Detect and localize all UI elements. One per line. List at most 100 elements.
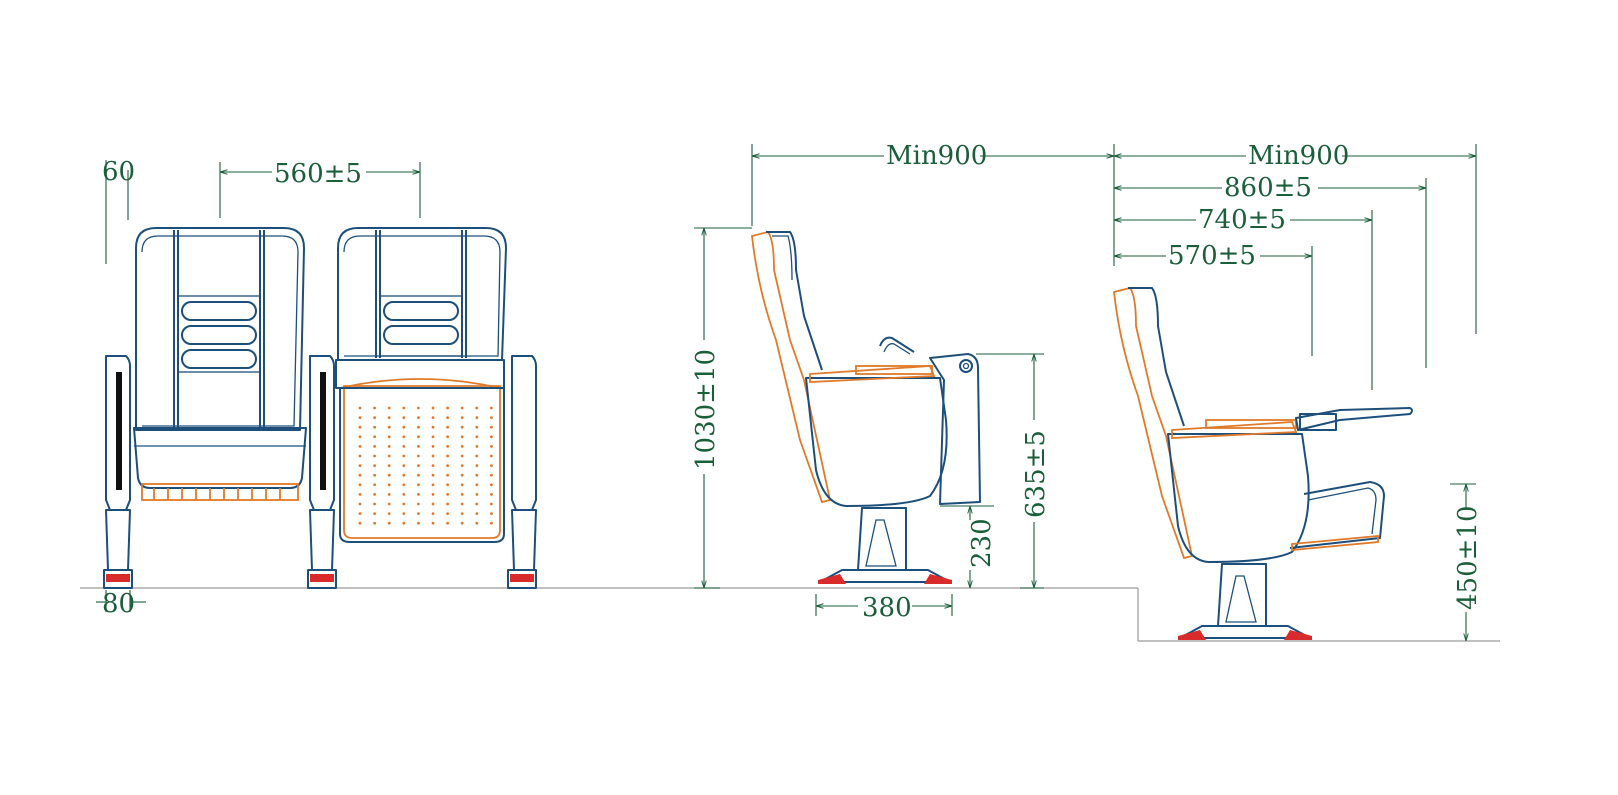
perforation-dot <box>490 502 493 506</box>
perforation-dot <box>358 406 362 410</box>
perforation-dot <box>446 512 449 515</box>
perforation-dot <box>446 435 449 439</box>
perforation-dot <box>446 406 449 410</box>
perforation-dot <box>460 512 464 515</box>
perforation-dot <box>475 502 479 506</box>
perforation-dot <box>387 493 391 496</box>
perforation-dot <box>490 493 493 496</box>
perforation-dot <box>358 483 362 487</box>
perforation-dot <box>417 425 420 429</box>
perforation-dot <box>446 454 449 458</box>
perforation-dot <box>460 483 464 487</box>
front-chair-right <box>335 227 507 543</box>
perforation-dot <box>490 416 493 419</box>
perforation-dot <box>387 473 391 477</box>
perforation-dot <box>475 493 479 496</box>
dim-depth-tablet: 740±5 <box>1198 205 1286 235</box>
perforation-dot <box>417 502 420 506</box>
perforation-dot <box>431 464 435 467</box>
perforation-dot <box>446 483 449 487</box>
perforation-dot <box>460 502 464 506</box>
perforation-dot <box>402 454 406 458</box>
perforation-dot <box>446 521 449 525</box>
dim-seat-height: 450±10 <box>1453 506 1483 611</box>
perforation-dot <box>431 493 435 496</box>
perforation-dot <box>402 521 406 525</box>
front-leg-middle <box>307 355 337 589</box>
perforation-dot <box>490 406 493 410</box>
perforation-dot <box>475 454 479 458</box>
perforation-dot <box>417 464 420 467</box>
perforation-dot <box>417 454 420 458</box>
perforation-dot <box>431 473 435 477</box>
perforation-dot <box>373 502 376 506</box>
perforation-dot <box>446 464 449 467</box>
dim-leg-width: 80 <box>102 589 135 619</box>
dim-base-depth: 380 <box>862 593 912 623</box>
perforation-dot <box>387 416 391 419</box>
perforation-dot <box>475 521 479 525</box>
perforation-dot <box>402 483 406 487</box>
perforation-dot <box>358 445 362 448</box>
perforation-dot <box>446 493 449 496</box>
floor-lines <box>80 587 1500 642</box>
perforation-dot <box>460 521 464 525</box>
perforation-dot <box>431 521 435 525</box>
perforation-dot <box>431 425 435 429</box>
perforation-dot <box>490 464 493 467</box>
perforation-dot <box>431 435 435 439</box>
perforation-dot <box>387 425 391 429</box>
perforation-dot <box>417 493 420 496</box>
perforation-dot <box>373 445 376 448</box>
perforation-dot <box>446 416 449 419</box>
dim-side-clearance-a: Min900 <box>886 141 987 171</box>
perforation-dot <box>373 416 376 419</box>
perforation-dot <box>373 473 376 477</box>
perforation-dot <box>358 502 362 506</box>
perforation-dot <box>402 473 406 477</box>
perforation-dot <box>490 473 493 477</box>
perforation-dot <box>373 521 376 525</box>
perforation-dot <box>446 502 449 506</box>
perforation-dot <box>417 445 420 448</box>
dim-depth-closed: 570±5 <box>1168 241 1256 271</box>
perforation-dot <box>417 521 420 525</box>
perforation-dot <box>475 406 479 410</box>
perforation-dot <box>373 435 376 439</box>
front-leg-left <box>103 355 133 589</box>
perforation-dot <box>490 521 493 525</box>
perforation-dot <box>460 473 464 477</box>
perforation-dot <box>460 435 464 439</box>
perforation-dot <box>431 416 435 419</box>
perforation-dot <box>460 493 464 496</box>
dim-depth-open: 860±5 <box>1224 173 1312 203</box>
side-chair-open <box>1113 286 1413 640</box>
perforation-dot <box>475 416 479 419</box>
perforation-dot <box>387 512 391 515</box>
perforation-dot <box>373 483 376 487</box>
perforation-dot <box>402 406 406 410</box>
perforation-dot <box>358 521 362 525</box>
dim-overall-height: 1030±10 <box>691 349 721 470</box>
perforation-dot <box>402 493 406 496</box>
front-leg-right <box>507 355 537 589</box>
perforation-dot <box>431 512 435 515</box>
perforation-dot <box>373 425 376 429</box>
perforation-dot <box>475 512 479 515</box>
perforation-dot <box>460 406 464 410</box>
dimension-lines <box>96 144 1477 641</box>
perforation-dot <box>431 502 435 506</box>
perforation-dot <box>373 406 376 410</box>
perforation-dot <box>387 464 391 467</box>
perforation-dot <box>402 425 406 429</box>
perforation-dot <box>358 464 362 467</box>
perforation-dot <box>475 435 479 439</box>
perforation-dot <box>402 502 406 506</box>
perforation-dot <box>446 425 449 429</box>
perforation-dot <box>446 445 449 448</box>
perforation-dot <box>460 464 464 467</box>
perforation-dot <box>417 406 420 410</box>
perforation-dot <box>475 445 479 448</box>
perforation-dot <box>358 454 362 458</box>
perforation-dot <box>460 416 464 419</box>
